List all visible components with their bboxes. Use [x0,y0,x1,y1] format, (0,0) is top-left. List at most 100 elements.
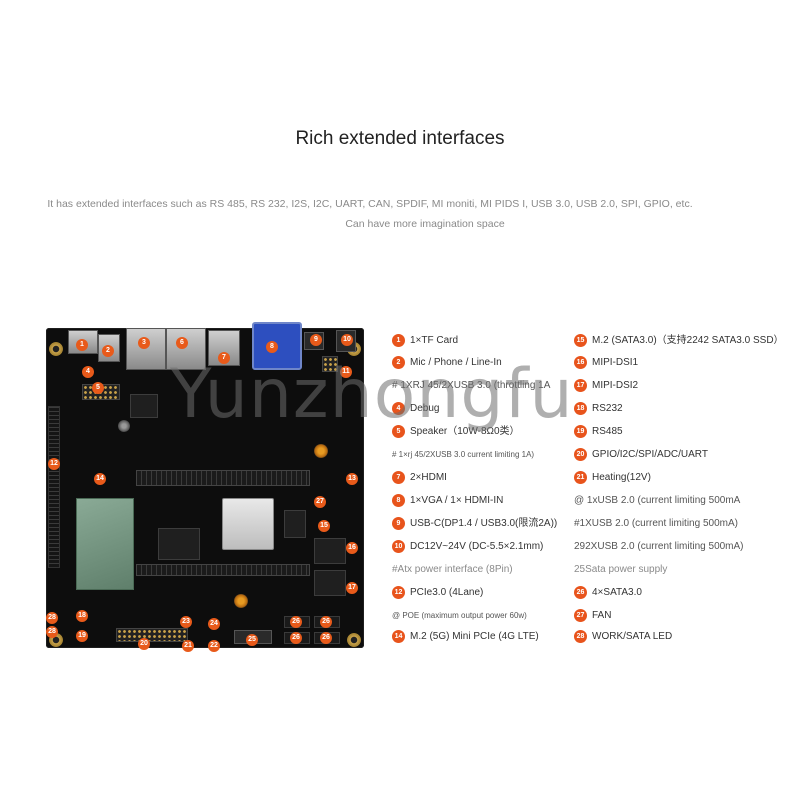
page-subtitle: It has extended interfaces such as RS 48… [47,198,693,210]
legend-label: 4×SATA3.0 [592,587,642,598]
legend-label: # 1×rj 45/2XUSB 3.0 current limiting 1A) [392,450,535,459]
legend-label: Speaker（10W-8Ω0类） [410,426,520,437]
board-marker: 26 [290,616,302,628]
board-marker: 22 [208,640,220,652]
legend-label: DC12V~24V (DC-5.5×2.1mm) [410,541,544,552]
legend-label: M.2 (SATA3.0)（支持2242 SATA3.0 SSD） [592,335,784,346]
board-marker: 10 [341,334,353,346]
legend-label: #Atx power interface (8Pin) [392,564,513,575]
legend-label: M.2 (5G) Mini PCIe (4G LTE) [410,631,539,642]
legend-left: 1 1×TF Card 2 Mic / Phone / Line-In # 1X… [392,334,567,644]
legend-label: Heating(12V) [592,472,651,483]
legend-number-badge: 2 [392,356,405,369]
legend-number-badge: 9 [392,517,405,530]
legend-label: USB-C(DP1.4 / USB3.0(限流2A)) [410,518,558,529]
legend-label: 292XUSB 2.0 (current limiting 500mA) [574,541,744,552]
legend-number-badge: 27 [574,609,587,622]
board-marker: 17 [346,582,358,594]
legend-label: MIPI-DSI2 [592,380,639,391]
pcie-slot [48,406,60,568]
memory-slot [136,564,310,576]
board-marker: 11 [340,366,352,378]
legend-label: 2×HDMI [410,472,447,483]
soc-chip [222,498,274,550]
board-marker: 19 [76,630,88,642]
board-marker: 3 [138,337,150,349]
mounting-hole [347,633,361,647]
legend-label: FAN [592,610,612,621]
legend-number-badge: 17 [574,379,587,392]
legend-label: 25Sata power supply [574,564,668,575]
legend-number-badge: 16 [574,356,587,369]
board-marker: 28 [46,612,58,624]
memory-slot [136,470,310,486]
board-marker: 5 [92,382,104,394]
legend-label: RS485 [592,426,623,437]
legend-label: # 1XRJ 45/2XUSB 3.0 (throttling 1A [392,380,551,391]
legend-number-badge: 28 [574,630,587,643]
legend-number-badge: 18 [574,402,587,415]
legend-label: Mic / Phone / Line-In [410,357,502,368]
legend-label: #1XUSB 2.0 (current limiting 500mA) [574,518,738,529]
board-marker: 9 [310,334,322,346]
legend-number-badge: 15 [574,334,587,347]
legend-label: 1×TF Card [410,335,459,346]
board-marker: 26 [320,632,332,644]
board-marker: 12 [48,458,60,470]
legend-number-badge: 1 [392,334,405,347]
legend-number-badge: 5 [392,425,405,438]
legend-number-badge: 10 [392,540,405,553]
legend-number-badge: 21 [574,471,587,484]
board-marker: 7 [218,352,230,364]
capacitor [234,594,248,608]
capacitor [118,420,130,432]
board-marker: 8 [266,341,278,353]
gpio-header [116,628,188,642]
board-marker: 27 [314,496,326,508]
legend-label: GPIO/I2C/SPI/ADC/UART [592,449,708,460]
chip [314,538,346,564]
board-marker: 2 [102,345,114,357]
legend-label: Debug [410,403,440,414]
legend-right: 15 M.2 (SATA3.0)（支持2242 SATA3.0 SSD） 16 … [574,334,796,644]
board-marker: 23 [180,616,192,628]
legend-number-badge: 7 [392,471,405,484]
legend-label: RS232 [592,403,623,414]
rj45-usb-port [126,328,166,370]
board-marker: 21 [182,640,194,652]
legend-number-badge: 20 [574,448,587,461]
board-marker: 28 [46,626,58,638]
board-marker: 16 [346,542,358,554]
motherboard-image: 1 2 3 6 7 8 9 10 11 4 5 12 14 13 27 15 1… [46,322,364,652]
chip [130,394,158,418]
page-title: Rich extended interfaces [295,128,505,149]
board-marker: 26 [290,632,302,644]
board-marker: 25 [246,634,258,646]
legend-label: 1×VGA / 1× HDMI-IN [410,495,504,506]
legend-label: @ POE (maximum output power 60w) [392,611,527,620]
board-marker: 24 [208,618,220,630]
board-marker: 15 [318,520,330,532]
legend-label: @ 1xUSB 2.0 (current limiting 500mA [574,495,741,506]
board-marker: 18 [76,610,88,622]
page-subtitle-2: Can have more imagination space [345,218,505,230]
capacitor [314,444,328,458]
m2-module [76,498,134,590]
legend-number-badge: 19 [574,425,587,438]
rj45-usb-port [166,328,206,370]
board-marker: 1 [76,339,88,351]
chip [284,510,306,538]
board-marker: 13 [346,473,358,485]
board-marker: 20 [138,638,150,650]
legend-number-badge: 12 [392,586,405,599]
legend-label: PCIe3.0 (4Lane) [410,587,484,598]
board-marker: 14 [94,473,106,485]
atx-header [322,356,338,372]
mounting-hole [49,342,63,356]
legend-label: WORK/SATA LED [592,631,673,642]
board-marker: 26 [320,616,332,628]
legend-number-badge: 4 [392,402,405,415]
legend-label: MIPI-DSI1 [592,357,639,368]
board-marker: 4 [82,366,94,378]
board-marker: 6 [176,337,188,349]
